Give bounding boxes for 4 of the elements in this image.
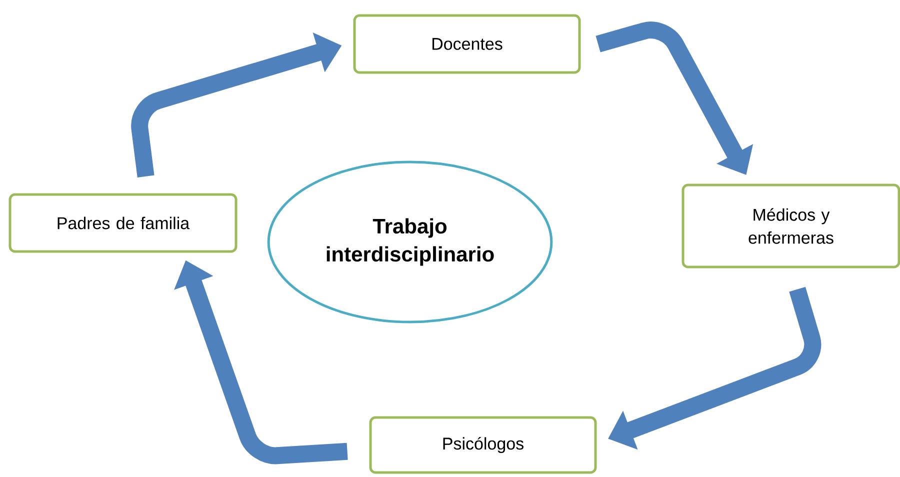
process-box: Padres de familia [8, 193, 238, 253]
process-box: Médicos y enfermeras [682, 184, 900, 268]
process-box: Psicólogos [369, 416, 597, 474]
process-box: Docentes [353, 14, 581, 74]
